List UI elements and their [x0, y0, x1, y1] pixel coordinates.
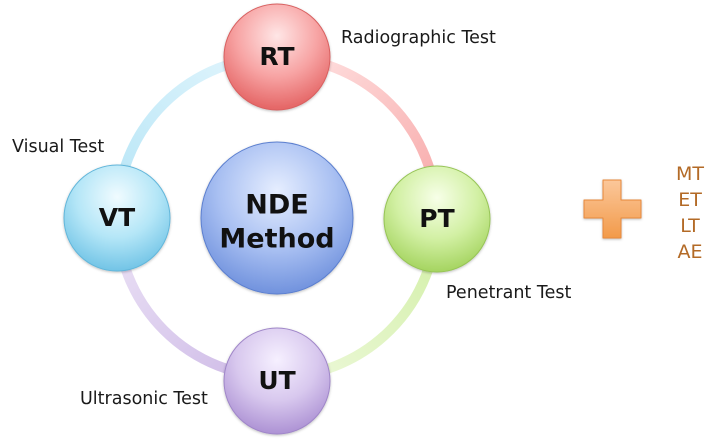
pt-label: PT	[419, 204, 454, 233]
additional-methods-list: MT ET LT AE	[676, 163, 704, 263]
pt-caption: Penetrant Test	[446, 283, 571, 303]
center-label-line1: NDE	[245, 190, 308, 221]
vt-circle	[63, 164, 171, 272]
node-ut: UT	[223, 327, 331, 435]
node-rt: RT	[223, 3, 331, 111]
rt-circle	[223, 3, 331, 111]
plus-icon	[583, 179, 642, 239]
rt-caption: Radiographic Test	[341, 28, 496, 48]
additional-method-ae: AE	[677, 241, 702, 263]
rt-label: RT	[259, 42, 294, 71]
ut-caption: Ultrasonic Test	[80, 389, 208, 409]
vt-label: VT	[99, 203, 135, 232]
node-pt: PT	[383, 165, 491, 273]
center-circle	[200, 141, 354, 295]
pt-circle	[383, 165, 491, 273]
ut-circle	[223, 327, 331, 435]
ut-label: UT	[258, 366, 295, 395]
node-vt: VT	[63, 164, 171, 272]
additional-method-lt: LT	[680, 215, 700, 237]
center-label-line2: Method	[219, 224, 334, 255]
vt-caption: Visual Test	[12, 137, 104, 157]
center-node: NDE Method	[200, 141, 354, 295]
additional-method-mt: MT	[676, 163, 704, 185]
additional-method-et: ET	[678, 189, 702, 211]
